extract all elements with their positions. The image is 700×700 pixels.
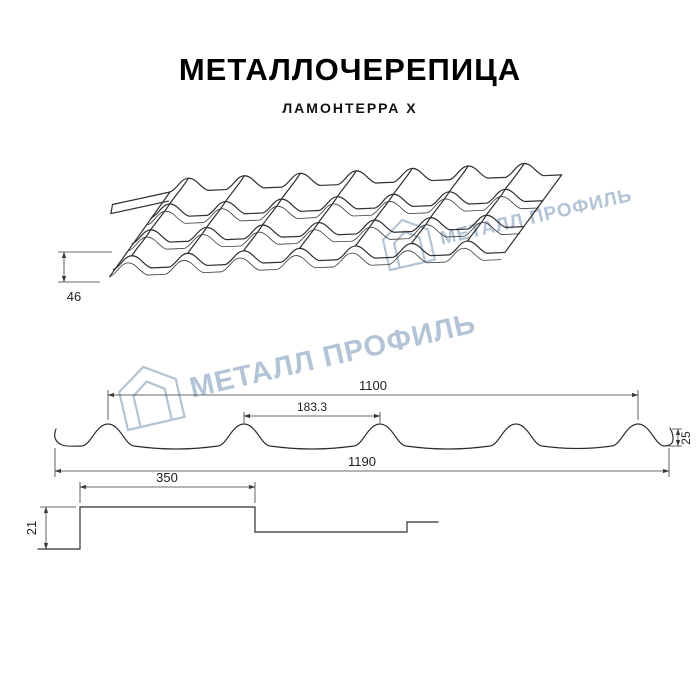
dimension-183-3: 183.3 bbox=[243, 400, 381, 423]
cross-section-drawing: 1100 183.3 25 1190 bbox=[54, 378, 693, 477]
dim-wave-pitch-label: 183.3 bbox=[297, 400, 327, 414]
metall-profil-logo-icon bbox=[118, 365, 186, 432]
perspective-tile-drawing: 46 bbox=[58, 162, 563, 304]
tile-rib-connectors bbox=[131, 162, 525, 257]
watermark-text: МЕТАЛЛ ПРОФИЛЬ bbox=[187, 308, 479, 405]
dim-module-length-label: 350 bbox=[156, 470, 178, 485]
course-line-1 bbox=[169, 162, 563, 193]
dim-cover-width-label: 1100 bbox=[359, 378, 387, 393]
step-polyline bbox=[37, 506, 439, 550]
dim-edge-height-label: 46 bbox=[67, 289, 81, 304]
dim-profile-height-label: 25 bbox=[679, 431, 693, 445]
course-edge-line-4 bbox=[109, 247, 502, 278]
sheet-edges bbox=[109, 174, 563, 278]
dimension-21: 21 bbox=[24, 506, 76, 550]
course-edge-line-3 bbox=[128, 221, 521, 252]
dim-overall-width-label: 1190 bbox=[348, 454, 376, 469]
page-subtitle: ЛАМОНТЕРРА X bbox=[282, 100, 418, 116]
page-title: МЕТАЛЛОЧЕРЕПИЦА bbox=[178, 52, 522, 87]
sheet-flange-edge bbox=[110, 191, 171, 215]
watermark-text: МЕТАЛЛ ПРОФИЛЬ bbox=[438, 185, 634, 250]
sheet-left-edge bbox=[109, 191, 171, 278]
dimension-1190: 1190 bbox=[54, 448, 670, 477]
profile-curve bbox=[54, 423, 674, 450]
sheet-right-edge bbox=[504, 174, 563, 254]
dim-step-height-label: 21 bbox=[24, 521, 39, 535]
header: МЕТАЛЛОЧЕРЕПИЦА ЛАМОНТЕРРА X bbox=[0, 52, 700, 116]
watermark-top: МЕТАЛЛ ПРОФИЛЬ bbox=[381, 185, 634, 272]
dimension-46: 46 bbox=[58, 251, 112, 304]
dimension-25: 25 bbox=[666, 428, 693, 447]
course-line-2 bbox=[150, 188, 544, 219]
step-profile-drawing: 350 21 bbox=[24, 470, 439, 550]
dimension-350: 350 bbox=[79, 470, 256, 503]
dimension-1100: 1100 bbox=[107, 378, 639, 420]
course-edge-line-2 bbox=[147, 196, 540, 226]
